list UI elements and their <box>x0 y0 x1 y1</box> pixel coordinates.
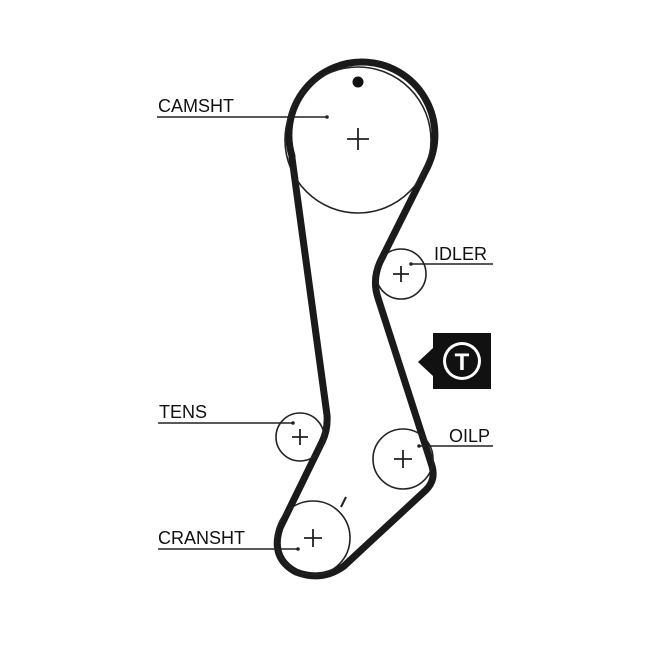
oil-pump-label: OILP <box>449 426 490 446</box>
leader-lines <box>157 115 493 551</box>
idler-center-mark <box>393 266 409 282</box>
tension-badge-letter: T <box>455 349 470 376</box>
camshaft-label: CAMSHT <box>158 96 234 116</box>
crankshaft-label: CRANSHT <box>158 528 245 548</box>
camshaft-pulley <box>284 66 432 214</box>
idler-label: IDLER <box>434 244 487 264</box>
tension-badge-arrow <box>418 348 433 376</box>
oil-pump-center-mark <box>394 450 412 468</box>
crankshaft-pulley <box>275 496 351 576</box>
tension-badge: T <box>418 333 491 389</box>
crankshaft-center-mark <box>304 529 322 547</box>
camshaft-timing-dot <box>352 76 364 88</box>
timing-belt <box>273 58 439 580</box>
camshaft-center-mark <box>347 128 369 150</box>
idler-pulley <box>375 248 427 300</box>
tensioner-label: TENS <box>159 402 207 422</box>
tensioner-pulley <box>275 412 325 462</box>
crankshaft-timing-mark <box>340 496 347 508</box>
oil-pump-pulley <box>372 428 434 490</box>
tensioner-center-mark <box>292 429 308 445</box>
